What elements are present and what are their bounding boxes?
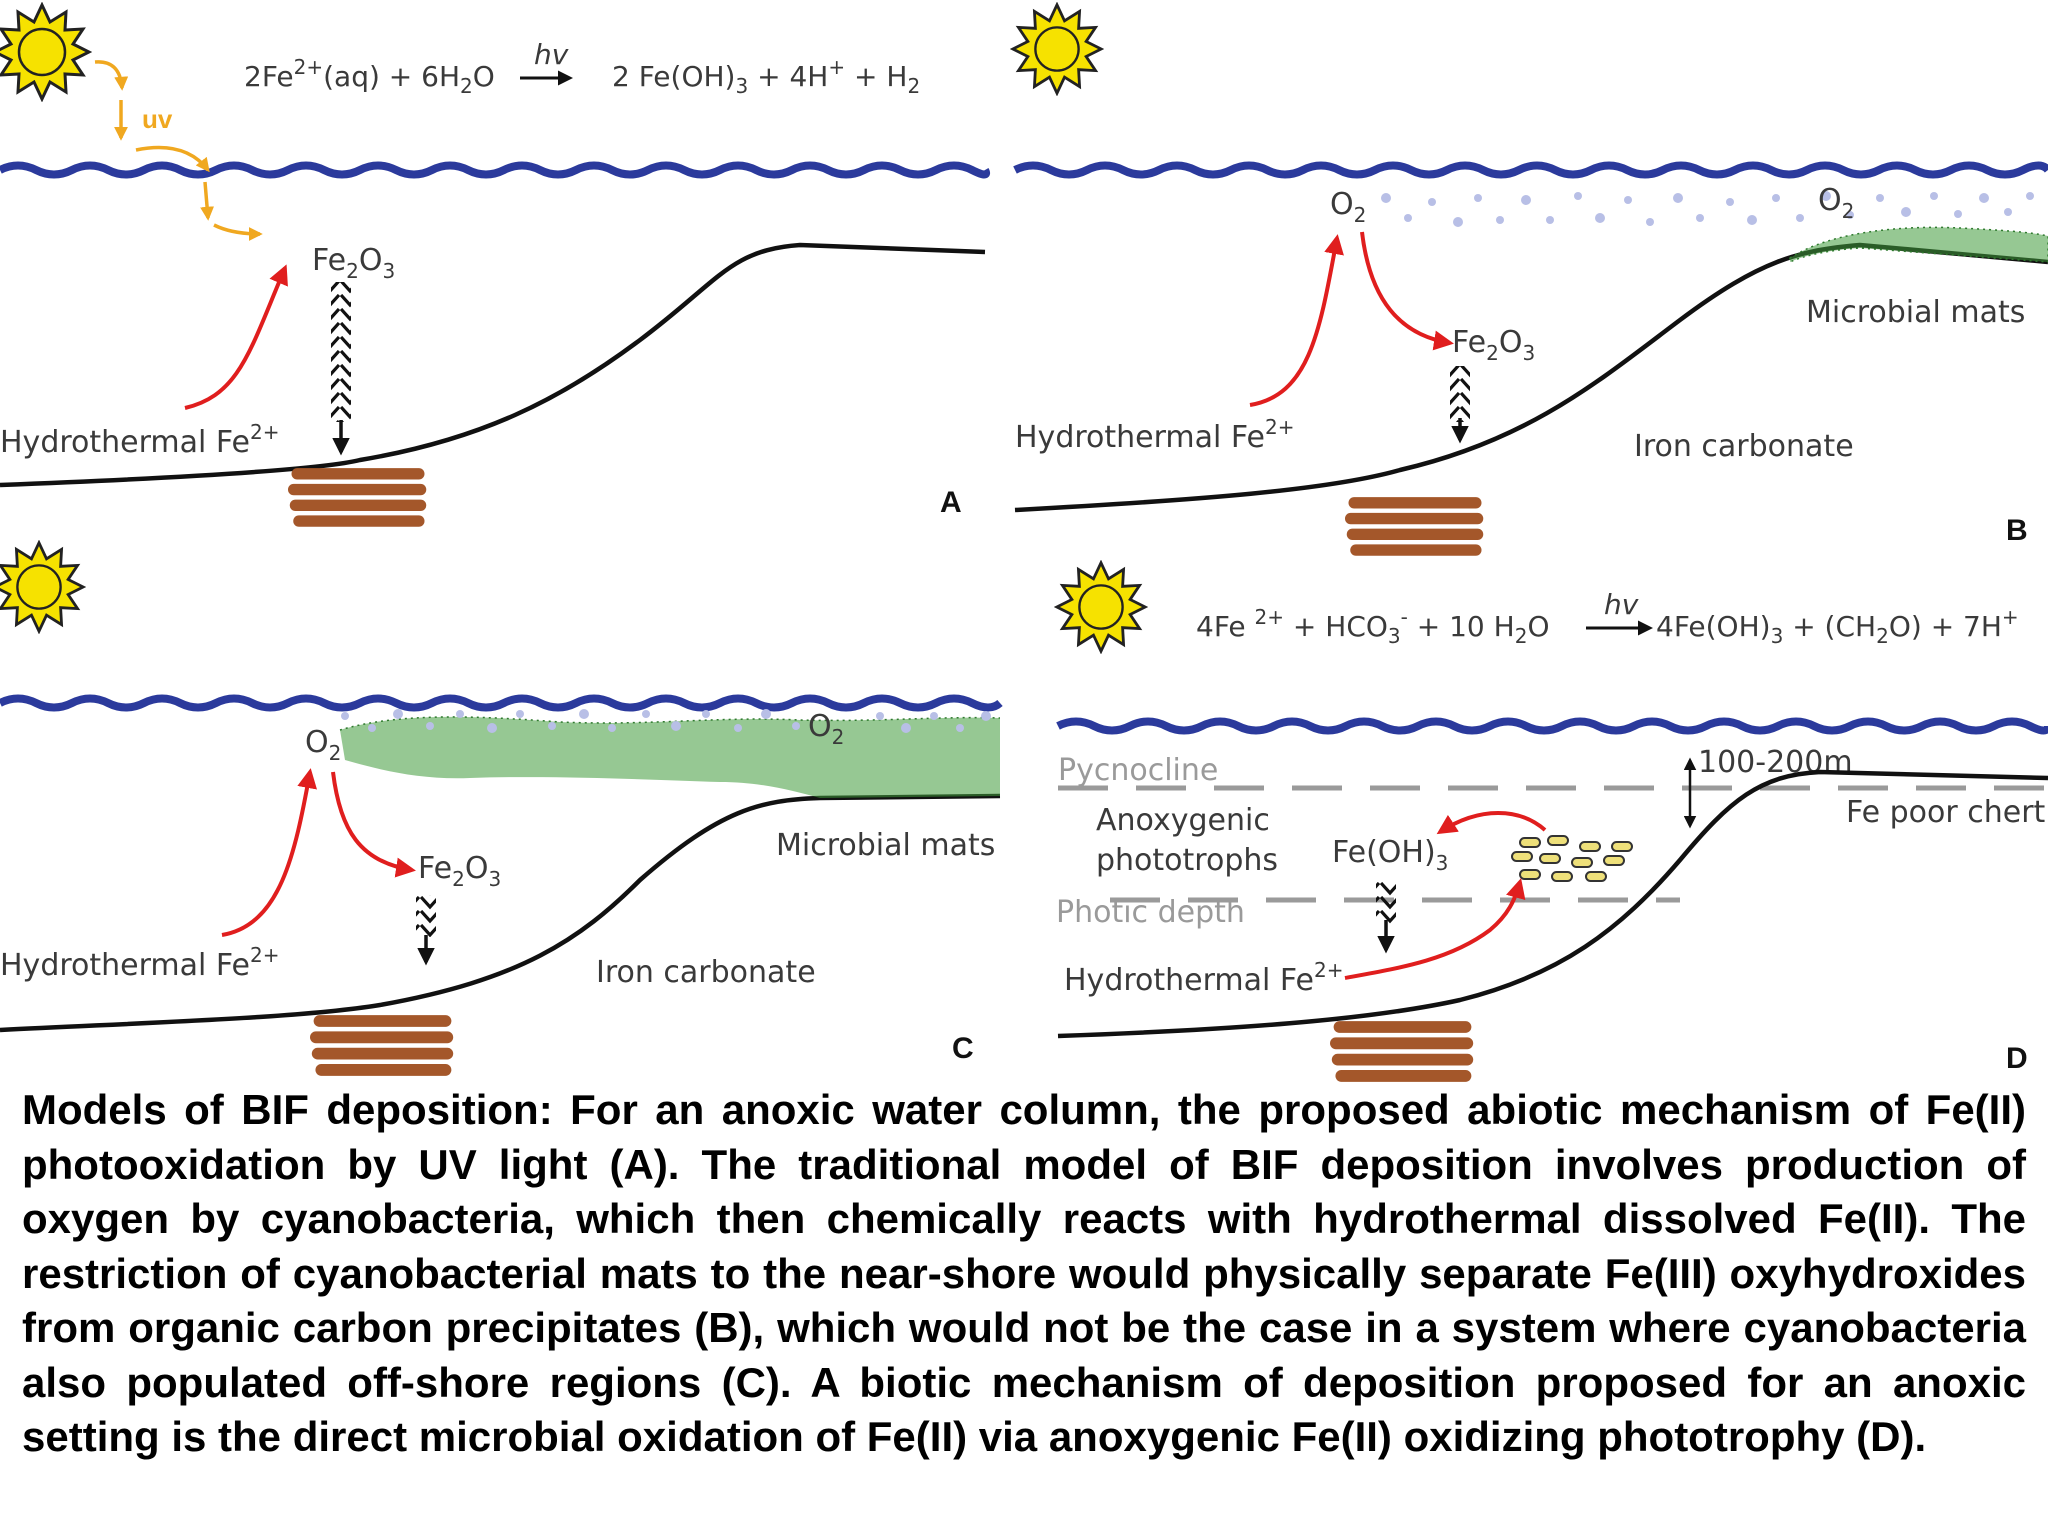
- bif-deposition-figure: uv 2Fe2+(aq) + 6H2O hv 2 Fe(OH)3 + 4H+ +…: [0, 3, 2048, 1082]
- phototrophs-label: phototrophs: [1096, 843, 1278, 878]
- water-surface: [0, 161, 991, 179]
- panel-c: O2 O2 Fe2O3 Hydrothermal Fe2+ Microbial …: [0, 541, 1003, 1076]
- sun-icon: [0, 541, 85, 633]
- fe2o3-label: Fe2O3: [312, 243, 395, 283]
- microbial-mat: [340, 716, 1000, 798]
- panel-letter-a: A: [940, 486, 962, 519]
- uv-ray: [200, 181, 215, 221]
- panel-d: 4Fe 2+ + HCO3- + 10 H2O hv 4Fe(OH)3 + (C…: [1055, 561, 2048, 1082]
- bif-sediment-layers: [288, 468, 427, 527]
- fe-poor-chert-label: Fe poor chert: [1846, 795, 2046, 830]
- o2-label: O2: [305, 725, 341, 765]
- uv-ray: [213, 223, 263, 241]
- bif-sediment-layers: [1330, 1021, 1474, 1082]
- seafloor-profile: [0, 793, 1001, 1033]
- sun-icon: [0, 3, 91, 101]
- panel-a: uv 2Fe2+(aq) + 6H2O hv 2 Fe(OH)3 + 4H+ +…: [0, 3, 991, 527]
- hydrothermal-arrow: [184, 264, 288, 410]
- equation-d-left: 4Fe 2+ + HCO3- + 10 H2O: [1196, 605, 1550, 648]
- iron-carbonate-label: Iron carbonate: [596, 955, 816, 990]
- seafloor-profile: [0, 242, 986, 488]
- fe-oh3-label: Fe(OH)3: [1332, 835, 1448, 875]
- oxidation-arrow: [331, 771, 416, 878]
- equation-a-right: 2 Fe(OH)3 + 4H+ + H2: [612, 55, 920, 98]
- panel-b: O2 O2 Fe2O3 Hydrothermal Fe2+ Microbial …: [1011, 3, 2048, 556]
- figure-caption: Models of BIF deposition: For an anoxic …: [22, 1086, 2026, 1460]
- iron-carbonate-label: Iron carbonate: [1634, 429, 1854, 464]
- precipitation-chevrons: [1376, 882, 1396, 924]
- hydrothermal-arrow: [1344, 878, 1526, 980]
- precipitation-chevrons: [331, 282, 351, 422]
- hydrothermal-arrow: [1249, 234, 1344, 407]
- hydrothermal-fe-label: Hydrothermal Fe2+: [1064, 958, 1343, 998]
- bif-sediment-layers: [1345, 497, 1484, 556]
- pycnocline-label: Pycnocline: [1058, 753, 1218, 788]
- panel-letter-d: D: [2006, 1042, 2028, 1075]
- panel-letter-c: C: [952, 1032, 974, 1065]
- equation-d-right: 4Fe(OH)3 + (CH2O) + 7H+: [1656, 605, 2019, 648]
- depth-scale-label: 100-200m: [1698, 745, 1853, 780]
- anoxygenic-label: Anoxygenic: [1096, 803, 1270, 838]
- oxygen-bubbles: [1381, 191, 2034, 227]
- sun-icon: [1055, 561, 1147, 653]
- seafloor-profile: [1057, 769, 2048, 1039]
- equation-d-arrow-label: hv: [1604, 588, 1639, 621]
- uv-ray: [94, 60, 129, 91]
- equation-a-arrow-label: hv: [534, 38, 569, 71]
- oxidation-arrow: [1360, 231, 1454, 351]
- photic-depth-label: Photic depth: [1056, 895, 1245, 930]
- hydrothermal-fe-label: Hydrothermal Fe2+: [0, 943, 279, 983]
- sun-icon: [1011, 3, 1103, 95]
- phototroph-cells: [1511, 835, 1633, 882]
- uv-ray: [135, 145, 210, 173]
- microbial-mats-label: Microbial mats: [776, 828, 995, 863]
- water-surface: [0, 694, 1003, 712]
- o2-label: O2: [1818, 183, 1854, 223]
- oxidation-arrow: [1436, 811, 1547, 835]
- fe2o3-label: Fe2O3: [418, 851, 501, 891]
- hydrothermal-fe-label: Hydrothermal Fe2+: [1015, 415, 1294, 455]
- equation-a-left: 2Fe2+(aq) + 6H2O: [244, 55, 495, 98]
- o2-label: O2: [1330, 187, 1366, 227]
- microbial-mats-label: Microbial mats: [1806, 295, 2025, 330]
- seafloor-profile: [1014, 242, 2048, 513]
- water-surface: [1056, 717, 2048, 735]
- panel-letter-b: B: [2006, 514, 2028, 547]
- fe2o3-label: Fe2O3: [1452, 325, 1535, 365]
- hydrothermal-arrow: [221, 768, 317, 937]
- precipitation-chevrons: [416, 895, 436, 937]
- water-surface: [1013, 161, 2048, 179]
- bif-sediment-layers: [310, 1015, 454, 1076]
- precipitation-chevrons: [1450, 366, 1470, 422]
- oxygen-bubbles: [341, 709, 991, 733]
- hydrothermal-fe-label: Hydrothermal Fe2+: [0, 420, 279, 460]
- microbial-mat: [1790, 227, 2048, 262]
- o2-label: O2: [808, 709, 844, 749]
- uv-label: uv: [142, 104, 173, 134]
